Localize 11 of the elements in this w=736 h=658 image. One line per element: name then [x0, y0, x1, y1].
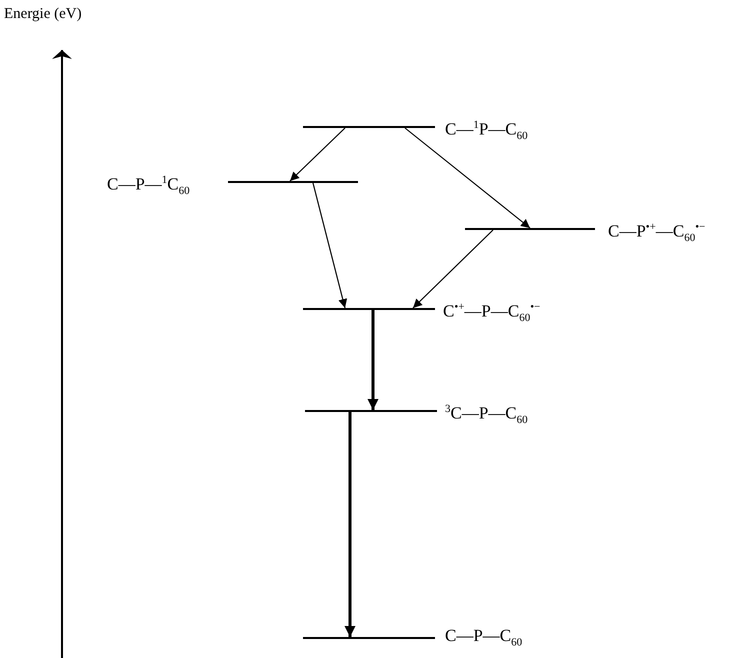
axis-label: Energie (eV): [4, 6, 82, 23]
arrow: [368, 310, 378, 410]
state-label: C—P—C$_{60}$: [445, 626, 522, 650]
arrow: [412, 230, 494, 308]
arrow: [404, 128, 530, 228]
arrow: [344, 412, 356, 637]
state-label: C—$^{1}$P—C$_{60}$: [445, 118, 528, 144]
state-label: $^{3}$C—P—C$_{60}$: [445, 402, 528, 428]
arrow: [312, 182, 348, 308]
state-label: C—P—$^{1}$C$_{60}$: [107, 173, 190, 200]
arrow: [290, 128, 346, 182]
